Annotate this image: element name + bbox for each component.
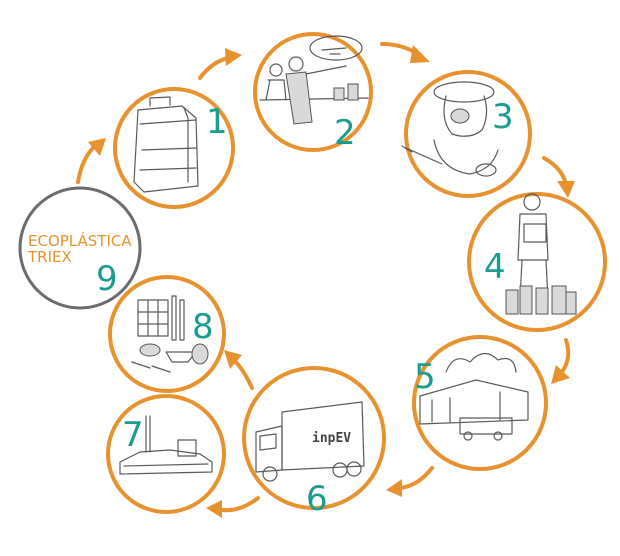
arrow-6-to-7 (220, 496, 260, 513)
store-counter-illustration (259, 35, 369, 125)
jerry-can-illustration (133, 96, 199, 193)
truck-logo: inpEV (312, 431, 351, 446)
arrow-3-to-4 (542, 156, 568, 186)
arrow-1-to-2 (198, 56, 230, 80)
step-8-recycled-products: 8 (108, 275, 226, 393)
step-5-receiving-unit: 5 (412, 335, 548, 471)
cycle-arrows (76, 42, 575, 518)
step-4-triple-washing: 4 (467, 192, 607, 332)
step-9-number: 9 (96, 259, 118, 299)
arrow-2-to-3-head (410, 45, 430, 63)
step-6-transport: inpEV 6 (242, 366, 386, 519)
step-6-ring (242, 366, 386, 510)
arrow-5-to-6 (398, 466, 434, 490)
arrow-3-to-4-head (557, 181, 575, 198)
factory-illustration (119, 415, 213, 475)
step-7-ring (106, 394, 226, 514)
step-9-ring (18, 186, 142, 310)
step-9-label-line1: ECOPLÁSTICA (28, 231, 132, 250)
step-1-ring (113, 87, 235, 209)
arrow-5-to-6-head (386, 479, 402, 497)
step-4-number: 4 (484, 247, 506, 287)
step-2-ring (253, 32, 373, 152)
step-8-number: 8 (192, 307, 214, 347)
step-5-number: 5 (414, 357, 436, 397)
arrow-9-to-1-head (88, 138, 106, 156)
truck-illustration: inpEV (255, 401, 365, 482)
step-1-number: 1 (206, 102, 228, 142)
protected-worker-illustration (401, 81, 499, 177)
arrow-7-to-8 (232, 358, 254, 390)
step-9-label-line2: TRIEX (27, 248, 72, 266)
step-3-number: 3 (492, 97, 514, 137)
arrow-6-to-7-head (206, 500, 222, 518)
step-2-return-at-store: 2 (253, 32, 373, 153)
warehouse-illustration (419, 352, 529, 441)
farmer-with-containers-illustration (505, 193, 577, 315)
step-9-ecoplastica-triex: ECOPLÁSTICA TRIEX 9 (18, 186, 142, 310)
arrow-7-to-8-head (224, 350, 242, 369)
recycled-products-illustration (131, 295, 209, 373)
arrow-4-to-5-head (551, 365, 570, 384)
step-7-number: 7 (122, 415, 144, 455)
step-6-number: 6 (306, 479, 328, 519)
arrow-9-to-1 (76, 144, 97, 184)
arrow-1-to-2-head (225, 48, 242, 66)
arrow-4-to-5 (560, 338, 571, 374)
step-3-worker-protection: 3 (401, 70, 532, 198)
step-1-empty-container: 1 (113, 87, 235, 209)
step-7-recycling-plant: 7 (106, 394, 226, 514)
step-3-ring (404, 70, 532, 198)
step-2-number: 2 (334, 113, 356, 153)
